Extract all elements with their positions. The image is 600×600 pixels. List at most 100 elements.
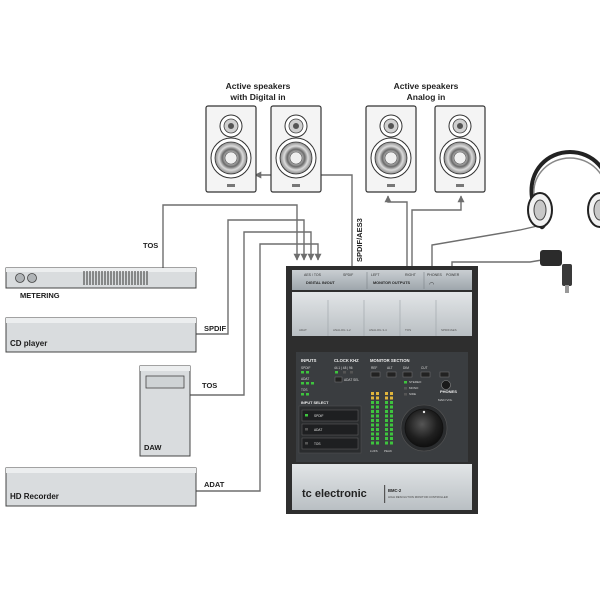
select-spdif-button[interactable] (301, 409, 359, 422)
digital-speakers: Active speakers with Digital in (205, 81, 322, 193)
device-cd-player: CD player (5, 317, 197, 353)
meter-led (376, 401, 379, 404)
line-adat-hd (196, 243, 322, 492)
meter-led (371, 419, 374, 422)
digital-speakers-label-line2: with Digital in (229, 92, 285, 102)
input-select-buttons: SPDIF ADAT TOS (301, 409, 359, 450)
section-inputs: INPUTS (301, 358, 317, 363)
device-hd-recorder: HD Recorder (5, 467, 197, 507)
monitor-cut-label: CUT (421, 366, 428, 370)
meter-led (390, 441, 393, 445)
cable-label-adat: ADAT (204, 480, 225, 489)
analog-speakers-label-line2: Analog in (407, 92, 446, 102)
analog-speakers-label-line1: Active speakers (394, 81, 459, 91)
meter-led (376, 405, 379, 409)
meter-led (385, 414, 388, 418)
mode-mono-label: MONO (409, 386, 419, 390)
meter-led (376, 428, 379, 431)
meter-led (371, 414, 374, 418)
line-monitor-right-to-analog-speaker (411, 195, 465, 270)
meter-led (371, 405, 374, 409)
meter-led (385, 423, 388, 427)
section-phones: PHONES (440, 389, 457, 394)
meter-led (390, 392, 393, 395)
meter-led (371, 401, 374, 404)
slot-label: TOS (405, 328, 411, 332)
select-adat-button[interactable] (301, 423, 359, 436)
input-spdif-label: SPDIF (301, 366, 310, 370)
slot-label: ANALOG 3-4 (369, 328, 387, 332)
meter-led (390, 423, 393, 427)
meter-lufs-label: LUFS (370, 449, 378, 453)
slot-label: ANALOG 1-2 (333, 328, 351, 332)
meter-led (390, 419, 393, 422)
monitor-alt-label: ALT (387, 366, 393, 370)
mode-stereo-label: STEREO (409, 380, 422, 384)
meter-bars (83, 271, 148, 285)
level-meters (371, 392, 393, 445)
line-phones-to-headphones (431, 223, 547, 270)
meter-led (385, 419, 388, 422)
meter-led (371, 423, 374, 427)
meter-led (385, 401, 388, 404)
meter-led (385, 405, 388, 409)
select-adat-label: ADAT (314, 428, 322, 432)
meter-led (390, 401, 393, 404)
headphones-icon (527, 149, 600, 230)
slot-label: SPDIF/AES (441, 328, 457, 332)
device-metering: METERING (5, 267, 197, 300)
meter-led (385, 396, 388, 400)
brand-logo: tc electronic (302, 488, 367, 500)
meter-led (376, 414, 379, 418)
ref-button[interactable] (370, 371, 381, 378)
connector-aes-tos: AES / TOS (304, 273, 322, 277)
adat-sel-button[interactable] (334, 376, 343, 383)
monitor-ref-label: REF (371, 366, 377, 370)
headphone-jack-icon: ◠ (429, 282, 434, 288)
model-tagline: HIGH RESOLUTION MONITOR CONTROLLER (388, 495, 448, 499)
meter-led (376, 419, 379, 422)
input-tos-label: TOS (301, 388, 308, 392)
select-spdif-label: SPDIF (314, 414, 323, 418)
power-adapter-icon (540, 250, 572, 293)
meter-led (371, 396, 374, 400)
connector-power: POWER (446, 273, 460, 277)
meter-led (390, 405, 393, 409)
line-tos-daw (190, 231, 315, 396)
input-adat-label: ADAT (301, 377, 309, 381)
meter-led (390, 410, 393, 413)
alt-button[interactable] (386, 371, 397, 378)
connector-digital-in-out: DIGITAL IN/OUT (306, 281, 335, 285)
meter-led (376, 432, 379, 436)
connector-monitor-outputs: MONITOR OUTPUTS (373, 281, 411, 285)
daw-label: DAW (144, 443, 162, 452)
cable-label-spdif-aes3: SPDIF/AES3 (355, 218, 364, 262)
cd-player-label: CD player (10, 339, 47, 348)
meter-led (385, 392, 388, 395)
connector-spdif: SPDIF (343, 273, 353, 277)
line-spdif-cd (196, 219, 308, 335)
line-digital-out-to-speaker-2 (310, 171, 353, 270)
connector-phones: PHONES (427, 273, 442, 277)
device-daw: DAW (139, 365, 191, 457)
cut-button[interactable] (420, 371, 431, 378)
connector-left: LEFT (371, 273, 380, 277)
select-tos-button[interactable] (301, 437, 359, 450)
main-volume-knob[interactable] (404, 408, 444, 448)
main-vol-label: MAIN VOL (438, 398, 453, 402)
slot-label: ADAT (299, 328, 307, 332)
dim-button[interactable] (402, 371, 413, 378)
phones-select-button[interactable] (439, 371, 450, 378)
metering-label: METERING (20, 291, 60, 300)
speaker-icon (205, 105, 257, 193)
meter-led (371, 441, 374, 445)
meter-led (371, 410, 374, 413)
speaker-icon (270, 105, 322, 193)
bmc-2-unit: AES / TOS SPDIF DIGITAL IN/OUT LEFT RIGH… (286, 266, 478, 514)
cable-label-tos-metering: TOS (143, 241, 158, 250)
phones-knob[interactable] (441, 380, 451, 390)
clock-rates: 44.1 | 48 | 96 (334, 366, 353, 370)
speaker-icon (434, 105, 486, 193)
meter-led (390, 396, 393, 400)
